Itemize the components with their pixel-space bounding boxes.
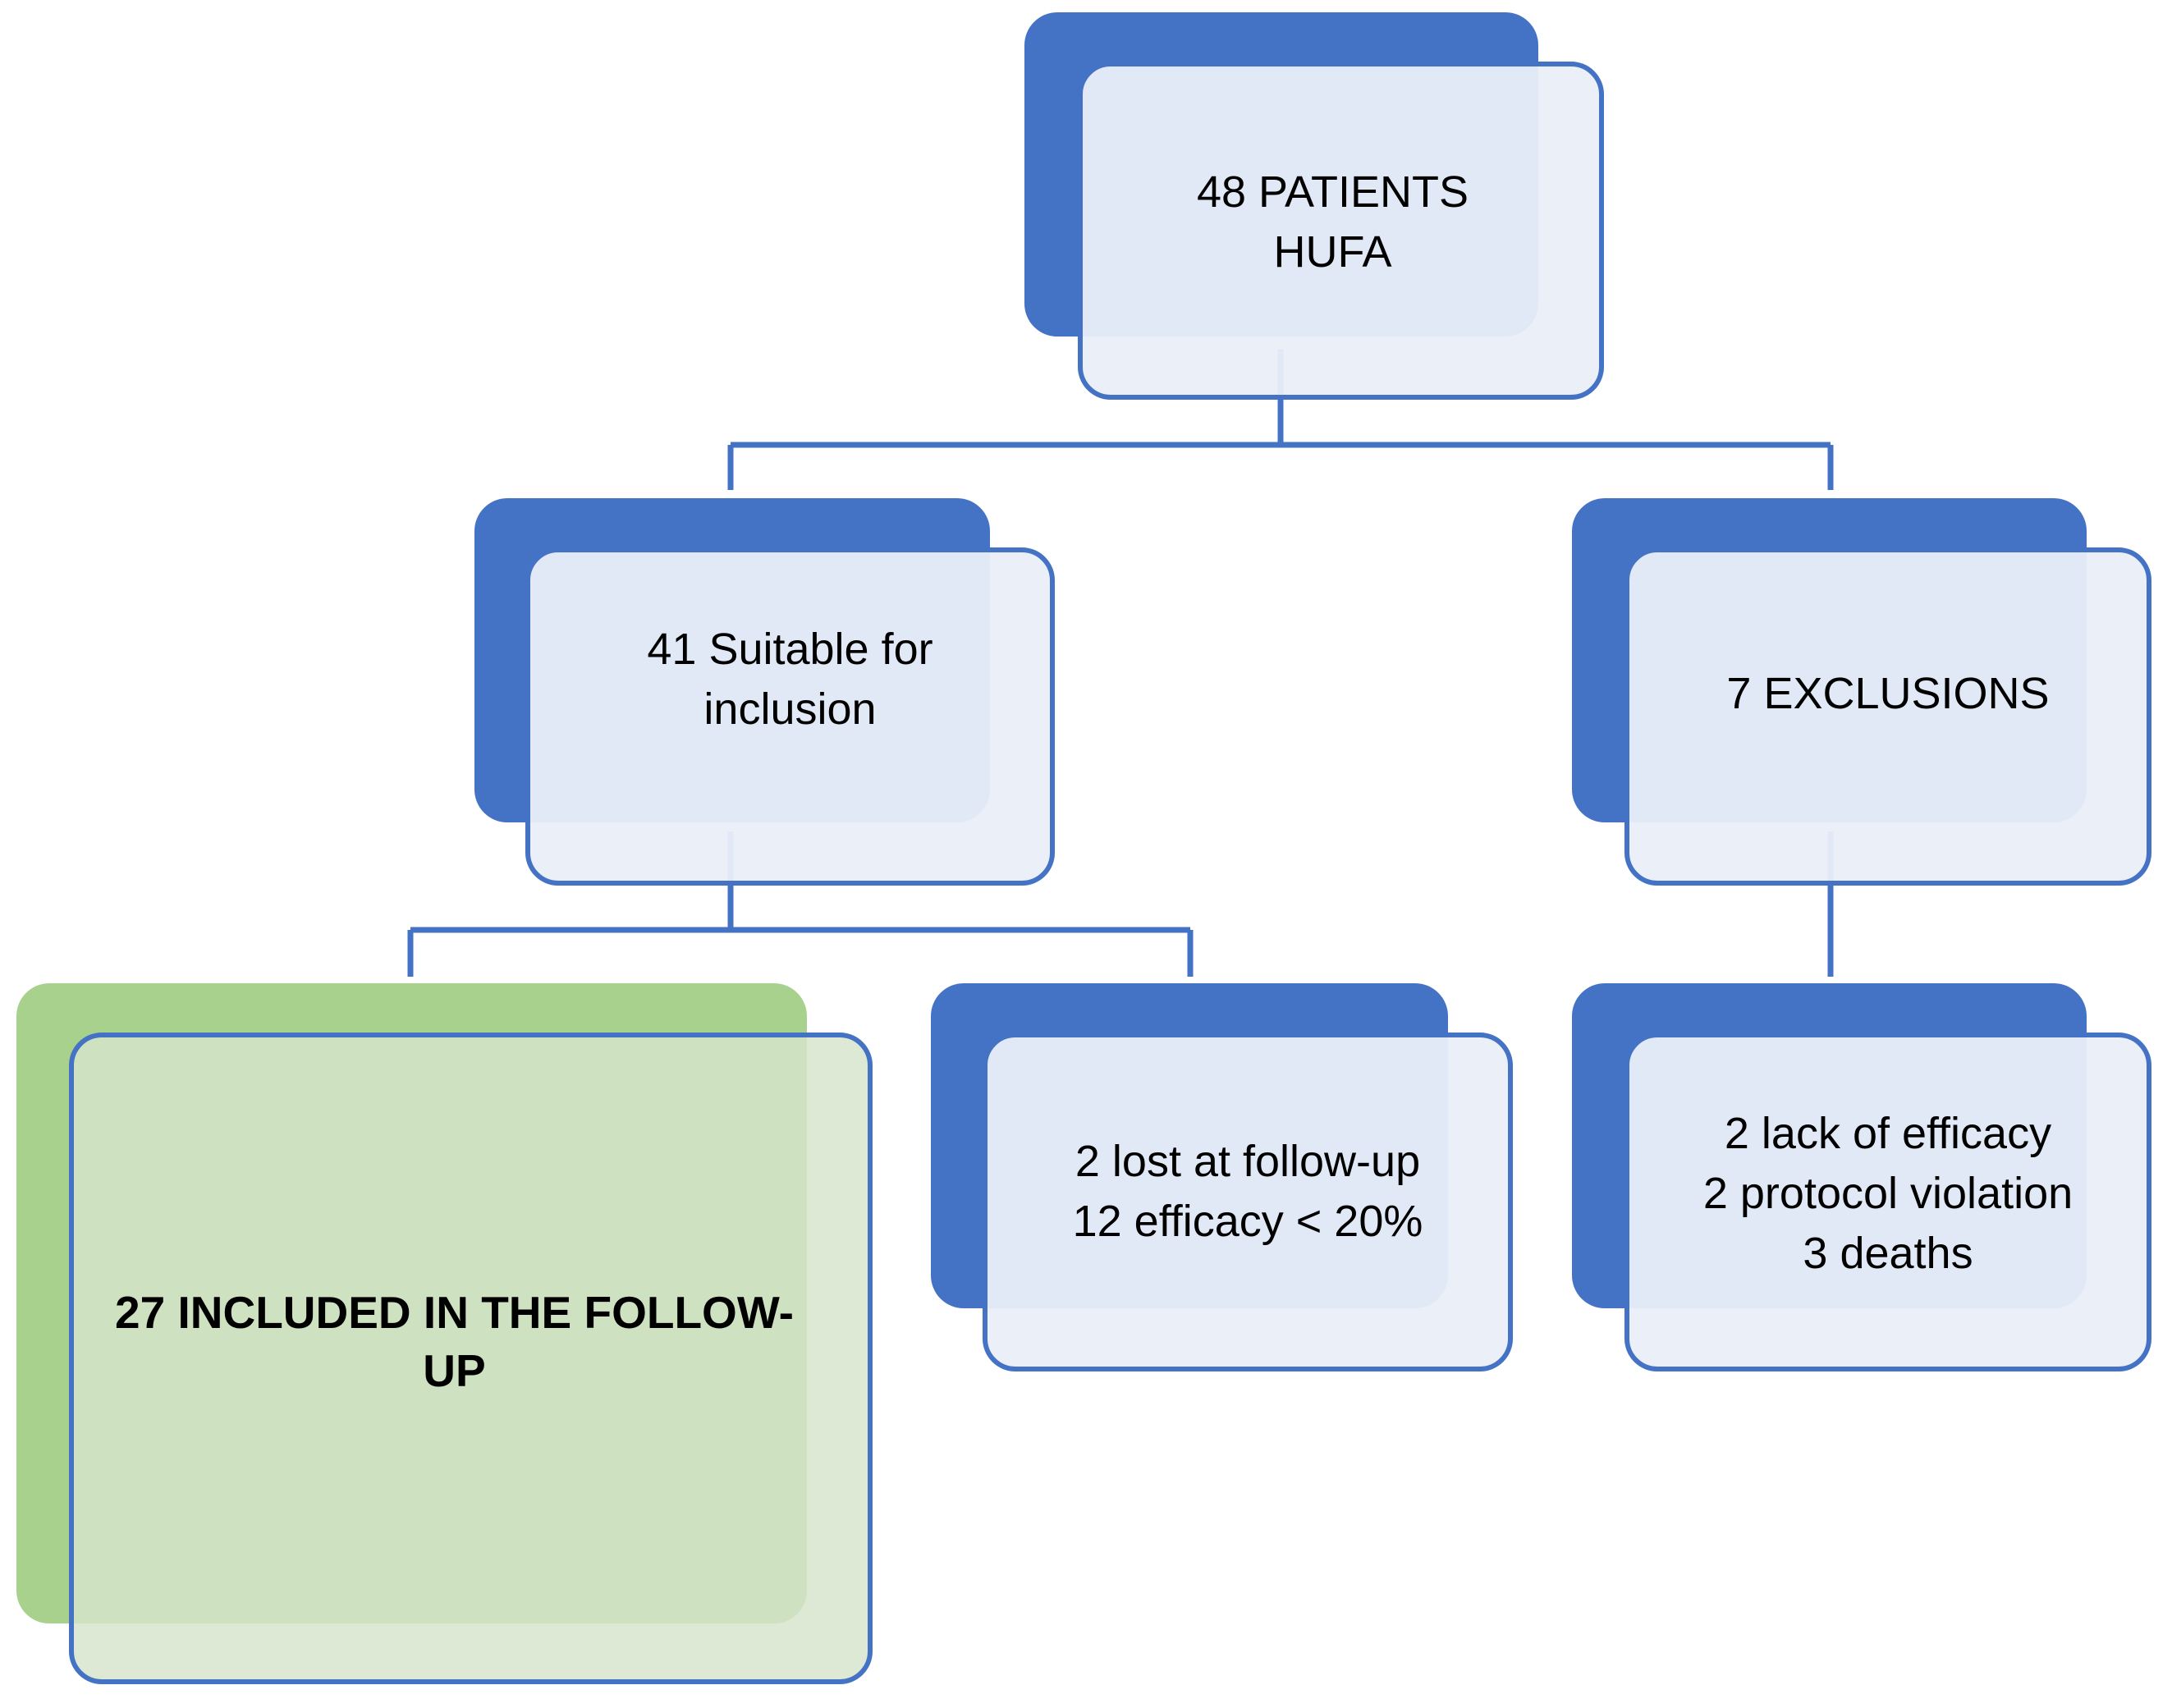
node-lost-box: 2 lost at follow-up 12 efficacy < 20% xyxy=(983,1033,1513,1371)
node-root: 48 PATIENTS HUFA xyxy=(1024,12,1604,400)
node-root-box: 48 PATIENTS HUFA xyxy=(1078,62,1604,400)
node-exclusion-reasons-box: 2 lack of efficacy 2 protocol violation … xyxy=(1624,1033,2151,1371)
node-included-line-1: 27 INCLUDED IN THE FOLLOW- xyxy=(115,1286,794,1338)
node-suitable: 41 Suitable for inclusion xyxy=(474,498,1055,886)
node-lost-line-2: 12 efficacy < 20% xyxy=(1072,1197,1423,1246)
node-suitable-line-2: inclusion xyxy=(703,685,877,734)
node-lost: 2 lost at follow-up 12 efficacy < 20% xyxy=(931,983,1513,1371)
node-exclusion-reasons-line-2: 2 protocol violation xyxy=(1702,1169,2073,1219)
node-lost-line-1: 2 lost at follow-up xyxy=(1075,1137,1421,1187)
node-exclusions-line-1: 7 EXCLUSIONS xyxy=(1726,669,2050,719)
node-suitable-line-1: 41 Suitable for xyxy=(647,625,933,675)
node-exclusions: 7 EXCLUSIONS xyxy=(1572,498,2151,886)
node-included: 27 INCLUDED IN THE FOLLOW- UP xyxy=(16,983,873,1684)
node-exclusion-reasons: 2 lack of efficacy 2 protocol violation … xyxy=(1572,983,2151,1371)
node-root-line-2: HUFA xyxy=(1273,227,1392,277)
node-included-box: 27 INCLUDED IN THE FOLLOW- UP xyxy=(69,1033,873,1684)
node-exclusion-reasons-line-1: 2 lack of efficacy xyxy=(1724,1109,2052,1159)
node-exclusions-box: 7 EXCLUSIONS xyxy=(1624,547,2151,886)
node-included-line-2: UP xyxy=(423,1345,486,1396)
node-exclusion-reasons-line-3: 3 deaths xyxy=(1803,1228,1973,1278)
node-suitable-box: 41 Suitable for inclusion xyxy=(525,547,1055,886)
node-root-line-1: 48 PATIENTS xyxy=(1196,167,1469,218)
